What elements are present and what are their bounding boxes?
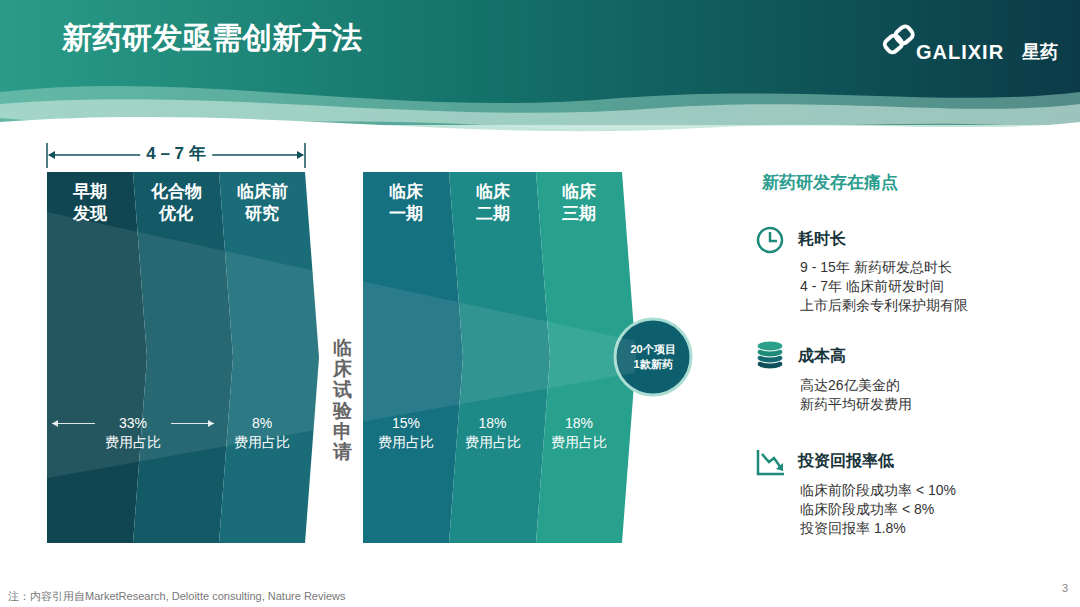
detail-line: 高达26亿美金的 新药平均研发费用 [800, 376, 950, 414]
duration-label: 4 – 7 年 [140, 143, 212, 164]
stage-chevron: 早期 发现 [47, 172, 133, 543]
duration-bracket [47, 143, 305, 168]
shape-outline [219, 172, 305, 543]
detail-line: 9 - 15年 新药研发总时长 [800, 259, 952, 277]
dimension-arrowhead [208, 420, 214, 427]
chevron-shape [449, 172, 550, 543]
cost-share: 15% 费用占比 [373, 414, 439, 452]
page-title: 新药研发亟需创新方法 [62, 18, 362, 59]
detail-line: 临床前阶段成功率 < 10% [800, 482, 956, 500]
source-note: 注：内容引用自MarketResearch, Deloitte consulti… [8, 589, 345, 604]
cost-share: 18% 费用占比 [460, 414, 526, 452]
cost-share: 33% 费用占比 [100, 414, 166, 452]
stage-name: 化合物 优化 [147, 172, 205, 225]
shape-outline [363, 172, 449, 543]
chevron-shape [47, 172, 147, 543]
falling-chart-icon [758, 450, 784, 474]
shape-outline [536, 172, 622, 543]
pain-point: 成本高 [798, 346, 846, 366]
stage-chevron: 临床 一期 [363, 172, 449, 543]
circle-shape [615, 319, 691, 395]
chevron-shape [133, 172, 233, 543]
shape-outline [613, 317, 693, 397]
chevron-shape [219, 172, 319, 543]
shape-outline [47, 172, 133, 543]
stage-name: 临床 二期 [464, 172, 522, 225]
dimension-line [52, 423, 95, 424]
chevron-shape [363, 172, 463, 543]
detail-line: 临床阶段成功率 < 8% [800, 501, 934, 519]
shape-outline [133, 172, 219, 543]
result-text: 20个项目 1款新药 [622, 342, 684, 372]
logo-text: 星药 [1022, 41, 1058, 64]
stage-name: 临床 一期 [377, 172, 435, 225]
result-circle: 20个项目 1款新药 [613, 317, 693, 397]
stage-chevron: 临床前 研究 [219, 172, 305, 543]
page-number: 3 [1062, 582, 1068, 596]
panel-heading: 新药研发存在痛点 [762, 172, 898, 193]
stage-chevron: 临床 三期 [536, 172, 622, 543]
dimension-line [171, 423, 214, 424]
pain-point: 投资回报率低 [798, 451, 894, 471]
cost-share: 18% 费用占比 [546, 414, 612, 452]
stage-name: 早期 发现 [61, 172, 119, 225]
stage-chevron: 化合物 优化 [133, 172, 219, 543]
stage-name: 临床前 研究 [233, 172, 291, 225]
detail-line: 投资回报率 1.8% [800, 520, 906, 538]
milestone-label: 临床试验申请 [333, 338, 352, 463]
stage-name: 临床 三期 [550, 172, 608, 225]
logo-text: GALIXIR [916, 40, 1004, 65]
logo-icon [883, 24, 915, 54]
coins-icon [757, 341, 783, 369]
detail-line: 4 - 7年 临床前研发时间 [800, 278, 944, 296]
cost-share: 8% 费用占比 [229, 414, 295, 452]
funnel-wedge [47, 212, 640, 478]
stage-chevron: 临床 二期 [449, 172, 536, 543]
page-ground [0, 117, 1080, 607]
shape-outline [449, 172, 536, 543]
dimension-arrowhead [52, 420, 58, 427]
pain-point: 耗时长 [798, 229, 846, 249]
clock-icon [758, 228, 782, 252]
detail-line: 上市后剩余专利保护期有限 [800, 297, 968, 315]
